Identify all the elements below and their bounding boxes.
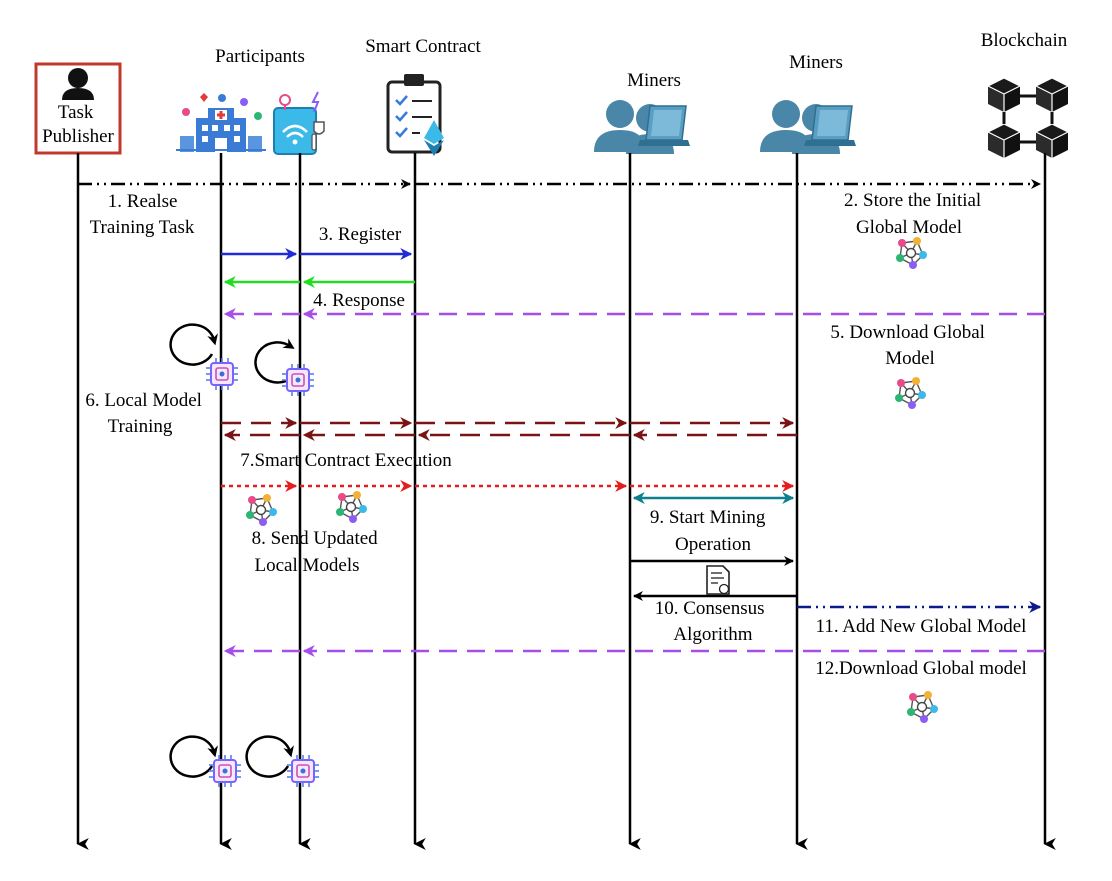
clipboard-ethereum-icon — [386, 74, 444, 156]
step-5-line-2: Model — [885, 348, 935, 369]
loop-arrow-device — [254, 338, 295, 384]
ai-chip-icon — [286, 754, 320, 788]
ai-chip-icon — [208, 754, 242, 788]
step-8-label: 8. Send Updated Local Models — [252, 528, 383, 576]
blockchain-actor: Blockchain — [981, 30, 1069, 159]
ai-chip-icon — [205, 357, 239, 391]
network-model-icon — [906, 690, 939, 724]
step-1-label: 1. Realse Training Task — [90, 191, 195, 238]
hospital-icon — [176, 93, 266, 152]
receipt-icon — [706, 565, 730, 595]
step-10-line-1: 10. Consensus — [655, 598, 765, 619]
miners-2-actor: Miners — [759, 52, 857, 155]
blockchain-label: Blockchain — [981, 30, 1068, 51]
step-9-line-1: 9. Start Mining — [650, 507, 766, 528]
step-11-label: 11. Add New Global Model — [816, 616, 1027, 637]
step-10-line-2: Algorithm — [673, 624, 752, 645]
task-publisher-actor: Task Publisher — [34, 62, 122, 155]
smart-contract-actor: Smart Contract — [365, 36, 481, 156]
step-9-line-2: Operation — [675, 534, 751, 555]
local-training-loops — [169, 323, 295, 384]
miners-2-label: Miners — [789, 52, 843, 73]
person-icon — [62, 68, 94, 100]
blockchain-cubes-icon — [987, 77, 1069, 159]
step-7-label: 7.Smart Contract Execution — [240, 450, 452, 471]
step-5-line-1: 5. Download Global — [830, 322, 985, 343]
network-model-icon — [245, 493, 278, 527]
task-publisher-label: Task Publisher — [42, 102, 114, 147]
task-publisher-label-line-1: Task — [58, 102, 94, 123]
step-8-line-1: 8. Send Updated — [252, 528, 379, 549]
participants-label: Participants — [215, 46, 305, 67]
lifelines — [76, 153, 1056, 850]
step-2-label: 2. Store the Initial Global Model — [844, 190, 986, 238]
step-8-line-2: Local Models — [254, 555, 359, 576]
ai-chip-icon — [281, 363, 315, 397]
local-training-loops-2 — [169, 735, 294, 778]
network-model-icon — [894, 376, 927, 410]
step-3-label: 3. Register — [319, 224, 402, 245]
participants-actor: Participants — [176, 46, 325, 155]
step-12-label: 12.Download Global model — [815, 658, 1027, 679]
smart-contract-label: Smart Contract — [365, 36, 481, 57]
network-model-icon — [335, 490, 368, 524]
iot-device-icon — [273, 91, 325, 155]
loop-arrow-hospital-2 — [169, 735, 218, 778]
step-1-line-1: 1. Realse — [108, 191, 178, 212]
loop-arrow-hospital — [169, 323, 218, 366]
miners-1-actor: Miners — [593, 70, 691, 155]
step-9-label: 9. Start Mining Operation — [650, 507, 770, 555]
step-10-label: 10. Consensus Algorithm — [655, 598, 770, 645]
step-5-label: 5. Download Global Model — [830, 322, 989, 369]
step-6-line-2: Training — [108, 416, 173, 437]
task-publisher-label-line-2: Publisher — [42, 126, 114, 147]
miner-users-laptop-icon — [759, 99, 857, 155]
step-4-label: 4. Response — [313, 290, 405, 311]
network-model-icon — [895, 236, 928, 270]
loop-arrow-device-2 — [245, 735, 294, 778]
miners-1-label: Miners — [627, 70, 681, 91]
step-2-line-2: Global Model — [856, 217, 962, 238]
step-6-label: 6. Local Model Training — [85, 390, 206, 437]
step-6-line-1: 6. Local Model — [85, 390, 202, 411]
miner-users-laptop-icon — [593, 99, 691, 155]
step-1-line-2: Training Task — [90, 217, 195, 238]
step-2-line-1: 2. Store the Initial — [844, 190, 981, 211]
